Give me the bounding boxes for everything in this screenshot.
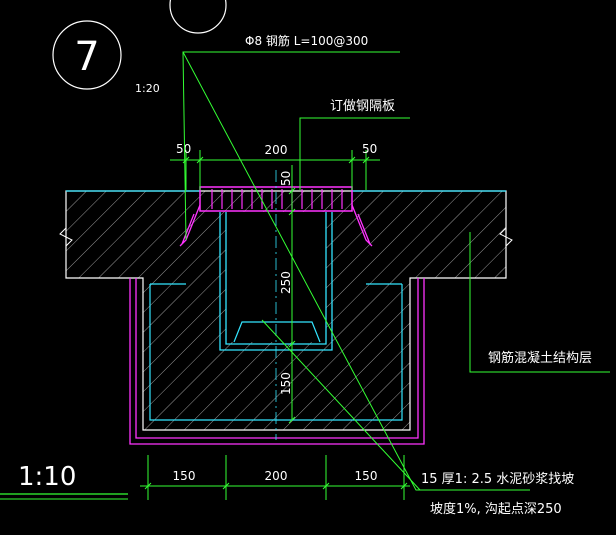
detail-scale-small: 1:20	[135, 82, 160, 95]
dim-top-right: 50	[362, 142, 377, 156]
channel-void	[226, 212, 326, 342]
leader-mortar	[182, 51, 530, 491]
dim-bottom-left: 150	[173, 469, 196, 483]
bottom-dimension	[140, 455, 410, 500]
leader-structure	[469, 232, 610, 373]
anchor-rebar-right	[351, 204, 373, 247]
detail-number: 7	[74, 34, 99, 80]
dim-bottom-right: 150	[355, 469, 378, 483]
channel-bottom-chamfer	[233, 321, 321, 343]
dim-base-thk: 150	[279, 372, 293, 395]
detail-bubble	[52, 20, 122, 90]
leader-steel-plate	[299, 117, 410, 190]
structure-layer-label: 钢筋混凝土结构层	[488, 350, 592, 366]
leaders	[182, 51, 610, 491]
detail-scale-large: 1:10	[18, 462, 76, 492]
vertical-dimension	[288, 165, 296, 424]
outer-magenta-layer	[129, 278, 425, 445]
top-dimension	[170, 150, 380, 190]
dim-bottom-mid: 200	[265, 469, 288, 483]
dim-plate-thk: 50	[279, 171, 293, 186]
steel-plate-label: 订做钢隔板	[330, 99, 395, 114]
rebar-note: Φ8 钢筋 L=100@300	[245, 33, 368, 48]
top-circle	[169, 0, 227, 34]
dim-top-mid: 200	[265, 143, 288, 157]
slope-note: 坡度1%, 沟起点深250	[430, 501, 562, 517]
break-mark-right	[499, 227, 513, 247]
leader-slope	[261, 319, 421, 491]
dim-channel-depth: 250	[279, 271, 293, 294]
break-mark-left	[59, 227, 73, 247]
dim-top-left: 50	[176, 142, 191, 156]
mortar-note: 15 厚1: 2.5 水泥砂浆找坡	[421, 472, 574, 487]
